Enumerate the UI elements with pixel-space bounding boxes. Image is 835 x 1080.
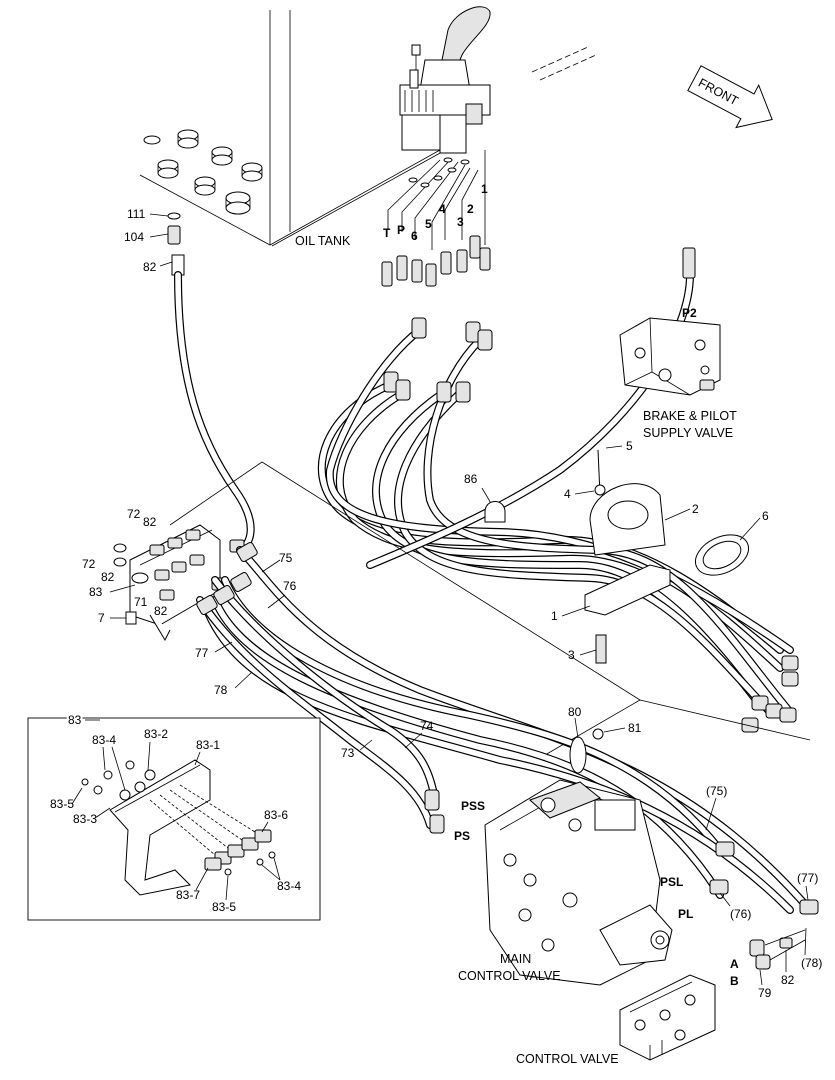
callout-77-ref: (77) xyxy=(797,871,818,885)
manifold-fittings xyxy=(149,529,245,601)
inset-fittings xyxy=(81,760,276,876)
callout-82: 82 xyxy=(143,260,157,274)
callout-82-b: 82 xyxy=(143,515,157,529)
inset-callout-83-5-b: 83-5 xyxy=(212,900,236,914)
port-A: A xyxy=(730,957,739,971)
brake-pilot-label-2: SUPPLY VALVE xyxy=(643,426,733,440)
inset-detail-83: 83 83-4 83-2 83-1 83-5 83 xyxy=(27,711,321,921)
callout-77: 77 xyxy=(195,646,209,660)
port-PSL: PSL xyxy=(660,875,683,889)
port-P2: P2 xyxy=(682,306,697,320)
inset-callout-83-7: 83-7 xyxy=(176,888,200,902)
joystick-icon xyxy=(399,6,491,154)
arrow-icon: FRONT xyxy=(687,65,773,129)
auxiliary-control-valve: A B 79 82 CONTROL VALVE xyxy=(516,929,806,1066)
callout-76: 76 xyxy=(283,579,297,593)
callout-73: 73 xyxy=(341,746,355,760)
callout-86: 86 xyxy=(464,472,478,486)
callout-5: 5 xyxy=(626,439,633,453)
callout-7: 7 xyxy=(98,611,105,625)
callout-6: 6 xyxy=(762,509,769,523)
callout-81: 81 xyxy=(628,721,642,735)
callouts-bracket: 5 4 86 2 6 1 3 xyxy=(464,439,769,662)
callout-72-b: 72 xyxy=(82,557,96,571)
port-o-rings xyxy=(408,157,470,188)
callout-71: 71 xyxy=(134,595,148,609)
hose-bracket-assembly xyxy=(584,449,749,664)
callout-76-ref: (76) xyxy=(730,907,751,921)
callouts-tank: 111 104 82 xyxy=(124,207,173,274)
port-5: 5 xyxy=(425,217,432,231)
inset-callout-83-1: 83-1 xyxy=(196,738,220,752)
main-control-valve-label-2: CONTROL VALVE xyxy=(458,969,561,983)
callout-83: 83 xyxy=(89,585,103,599)
control-valve-label: CONTROL VALVE xyxy=(516,1052,619,1066)
callout-78-ref: (78) xyxy=(801,956,822,970)
inset-callout-83-2: 83-2 xyxy=(144,727,168,741)
inset-callout-83-6: 83-6 xyxy=(264,808,288,822)
port-3: 3 xyxy=(457,215,464,229)
callout-80: 80 xyxy=(568,705,582,719)
port-B: B xyxy=(730,974,739,988)
oil-tank: OIL TANK xyxy=(139,10,443,248)
callout-78: 78 xyxy=(214,683,228,697)
main-control-valve-label-1: MAIN xyxy=(500,952,531,966)
brake-pilot-supply-valve: P2 BRAKE & PILOT SUPPLY VALVE xyxy=(619,306,737,440)
clamp-86 xyxy=(484,501,506,523)
callout-82-c: 82 xyxy=(101,570,115,584)
port-4: 4 xyxy=(439,202,446,216)
callout-2: 2 xyxy=(692,502,699,516)
callouts-hoses: 75 76 77 78 74 73 80 81 (75) (76) (77) (… xyxy=(195,551,822,970)
main-control-valve: PSS PS PSL PL MAIN CONTROL VALVE xyxy=(454,779,693,986)
inset-callout-83-3: 83-3 xyxy=(73,812,97,826)
hoses-73-78 xyxy=(196,542,819,915)
inset-title-83: 83 xyxy=(68,713,82,727)
callout-4: 4 xyxy=(564,487,571,501)
port-PS: PS xyxy=(454,829,470,843)
oil-tank-label: OIL TANK xyxy=(295,234,351,248)
inset-callout-83-4: 83-4 xyxy=(92,733,116,747)
callout-75: 75 xyxy=(279,551,293,565)
pilot-hose-bundle xyxy=(317,317,799,733)
inset-callout-83-4-b: 83-4 xyxy=(277,879,301,893)
callout-104: 104 xyxy=(124,230,144,244)
brake-pilot-label-1: BRAKE & PILOT xyxy=(643,409,737,423)
callout-111: 111 xyxy=(127,207,146,221)
port-1: 1 xyxy=(481,182,488,196)
port-6: 6 xyxy=(411,229,418,243)
callout-72: 72 xyxy=(127,507,141,521)
port-PL: PL xyxy=(678,907,693,921)
callout-79: 79 xyxy=(758,986,772,1000)
callout-3: 3 xyxy=(568,648,575,662)
port-P: P xyxy=(397,223,405,237)
port-PSS: PSS xyxy=(461,799,485,813)
callout-82-d: 82 xyxy=(154,604,168,618)
callout-74: 74 xyxy=(420,719,434,733)
callout-1: 1 xyxy=(551,609,558,623)
pilot-port-group: T P 6 5 4 3 2 1 xyxy=(381,150,491,287)
callout-82-e: 82 xyxy=(781,973,795,987)
inset-callout-83-5: 83-5 xyxy=(50,797,74,811)
port-T: T xyxy=(383,226,391,240)
port-2: 2 xyxy=(467,202,474,216)
callout-75-ref: (75) xyxy=(706,784,727,798)
callouts-manifold: 72 82 72 82 83 71 82 7 xyxy=(82,507,168,625)
tank-fitting xyxy=(167,212,185,276)
rubber-grommet xyxy=(695,534,749,576)
tank-bolts xyxy=(143,129,263,215)
